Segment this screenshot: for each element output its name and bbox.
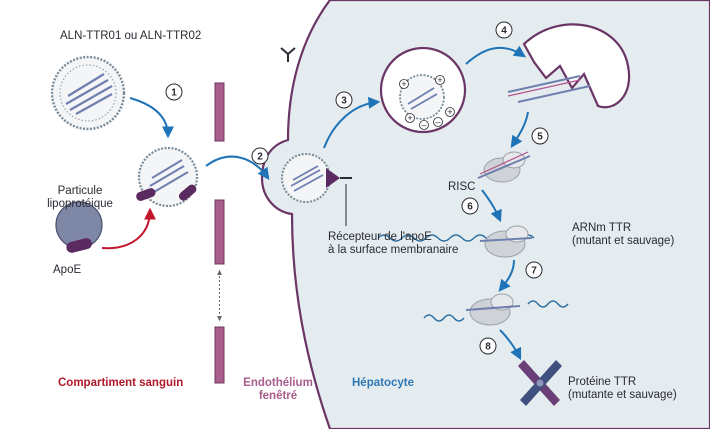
step-number: 2 [257,152,263,163]
endothelium-segment [214,82,225,142]
arrow-step-6 [481,189,502,223]
nanoparticle-apoe-complex [136,146,199,208]
particle-label-line1: Particule [57,185,103,197]
step-number: 7 [531,266,537,277]
step-badge-5: 5 [531,127,549,145]
svg-text:+: + [447,107,452,117]
svg-text:–: – [421,120,426,130]
arrow-step-4 [465,45,526,65]
step-number: 3 [341,96,347,107]
svg-text:–: – [435,117,440,127]
region-hepatocyte: Hépatocyte [352,377,414,389]
step-number: 5 [537,132,543,143]
step-badge-8: 8 [479,337,497,355]
receptor-label-line2: à la surface membranaire [328,244,459,256]
risc-complex [477,151,531,183]
svg-text:+: + [407,113,412,123]
hepatocyte-cell [260,0,710,429]
mrna-label: ARNm TTR (mutant et sauvage) [572,222,674,248]
endosome: + + + – – + [379,46,467,134]
mrna-label-line1: ARNm TTR [572,222,632,234]
process-arrows [101,45,529,361]
svg-text:+: + [437,75,442,85]
receptor-label-line1: Récepteur de l'apoE [328,231,432,243]
step-badge-6: 6 [461,197,479,215]
apoe-label: ApoE [53,264,82,276]
arrow-step-1 [129,97,174,139]
mrna-label-line2: (mutant et sauvage) [572,235,675,247]
lipoprotein-particle [55,201,103,253]
ttr-protein [518,360,562,406]
arrow-step-5 [510,111,529,148]
protein-label: Protéine TTR (mutante et sauvage) [568,376,677,402]
endothelium-wall [214,82,225,384]
svg-text:+: + [401,79,406,89]
region-endothelium: Endothélium fenêtré [238,377,318,403]
arrow-step-7 [498,259,515,292]
step-number: 6 [467,202,473,213]
step-number: 1 [171,88,177,99]
particle-label-line2: lipoprotéique [47,198,113,210]
arrow-step-8 [499,329,522,361]
surface-receptor [280,47,296,62]
step-badge-1: 1 [165,83,183,101]
step-badge-7: 7 [525,261,543,279]
region-blood: Compartiment sanguin [58,377,184,389]
step-badge-3: 3 [335,91,353,109]
endothelium-segment [214,199,225,265]
arrow-apoe [101,207,156,250]
step-badge-4: 4 [495,21,513,39]
ruptured-endosome [507,23,631,109]
cleaved-mrna [423,293,569,326]
region-endothelium-line2: fenêtré [258,390,298,402]
endothelium-segment [214,326,225,384]
step-badge-2: 2 [251,147,269,165]
bound-nanoparticle [281,153,352,203]
region-endothelium-line1: Endothélium [243,377,313,389]
step-number: 4 [501,26,507,37]
arrow-step-3 [323,96,381,149]
particle-label: Particule lipoprotéique [36,185,124,211]
mrna-risc [377,225,535,258]
step-badges: 1 2 3 4 5 6 7 8 [165,21,549,355]
arrow-step-2 [205,155,270,180]
step-number: 8 [485,342,491,353]
risc-label: RISC [448,181,476,193]
receptor-label: Récepteur de l'apoE à la surface membran… [328,231,458,257]
protein-label-line2: (mutante et sauvage) [568,389,677,401]
lipid-nanoparticle [50,55,126,131]
aln-label: ALN-TTR01 ou ALN-TTR02 [60,30,202,42]
protein-label-line1: Protéine TTR [568,376,637,388]
